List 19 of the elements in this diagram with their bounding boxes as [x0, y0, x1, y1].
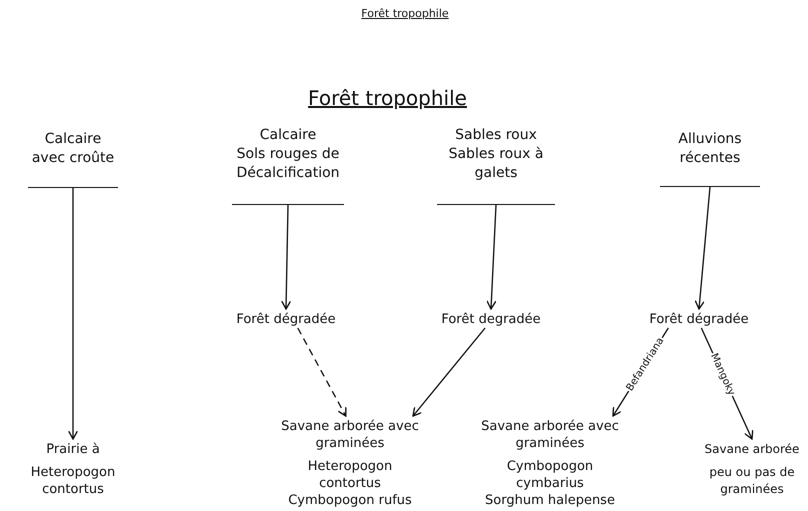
arrow — [68, 188, 78, 440]
underlined-heading: Sables roux Sables roux à galets — [437, 126, 555, 205]
arrow — [280, 204, 292, 310]
arrow — [297, 328, 347, 417]
vegetation-label: Savane arborée peu ou pas de graminées — [698, 441, 806, 498]
page-header: Forêt tropophile — [360, 7, 450, 20]
title: Forêt tropophile — [307, 86, 468, 110]
vegetation-label: Forêt dégradée — [227, 311, 345, 328]
arrow — [694, 186, 711, 310]
underlined-heading: Alluvions récentes — [660, 130, 760, 187]
arrow — [486, 204, 497, 310]
arrow — [412, 328, 486, 417]
vegetation-label: Prairie à Heteropogon contortus — [18, 441, 128, 498]
vegetation-label: Savane arborée avec graminées Heteropogon contortus Cymbopogon rufus — [280, 418, 420, 509]
underlined-heading: Calcaire avec croûte — [28, 130, 118, 188]
vegetation-label: Savane arborée avec graminées Cymbopogon cymbarius Sorghum halepense — [480, 418, 620, 509]
underlined-heading: Calcaire Sols rouges de Décalcification — [232, 126, 344, 205]
vegetation-label: Forêt dégradée — [640, 311, 758, 328]
vegetation-label: Forêt degradée — [432, 311, 550, 328]
